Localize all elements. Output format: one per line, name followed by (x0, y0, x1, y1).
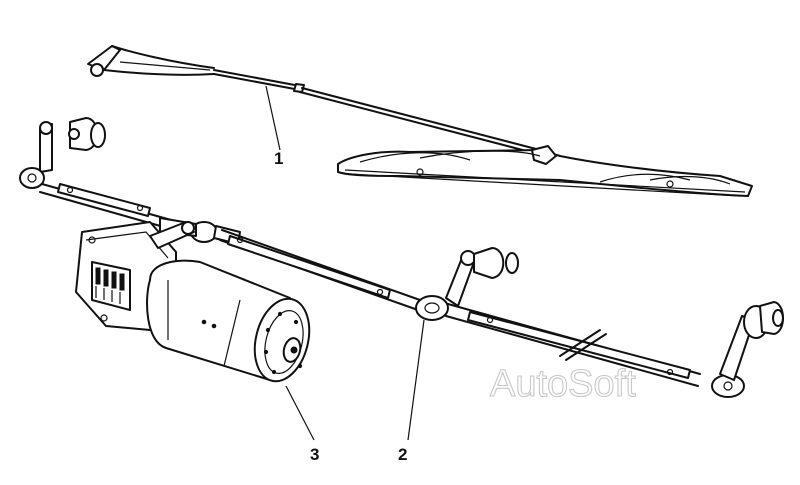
wiper-arm (87, 45, 541, 155)
label-wiper-arm: 1 (274, 149, 283, 168)
leader-line-3 (285, 385, 315, 441)
wiper-motor (75, 221, 311, 383)
leader-line-2 (407, 319, 425, 441)
leader-line-1 (265, 85, 281, 151)
wiper-blade (337, 145, 753, 197)
watermark: AutoSoft (490, 363, 636, 405)
wiper-linkage (19, 117, 784, 398)
callouts: 1 2 3 (265, 85, 425, 464)
label-linkage: 2 (398, 445, 407, 464)
label-motor: 3 (310, 445, 319, 464)
